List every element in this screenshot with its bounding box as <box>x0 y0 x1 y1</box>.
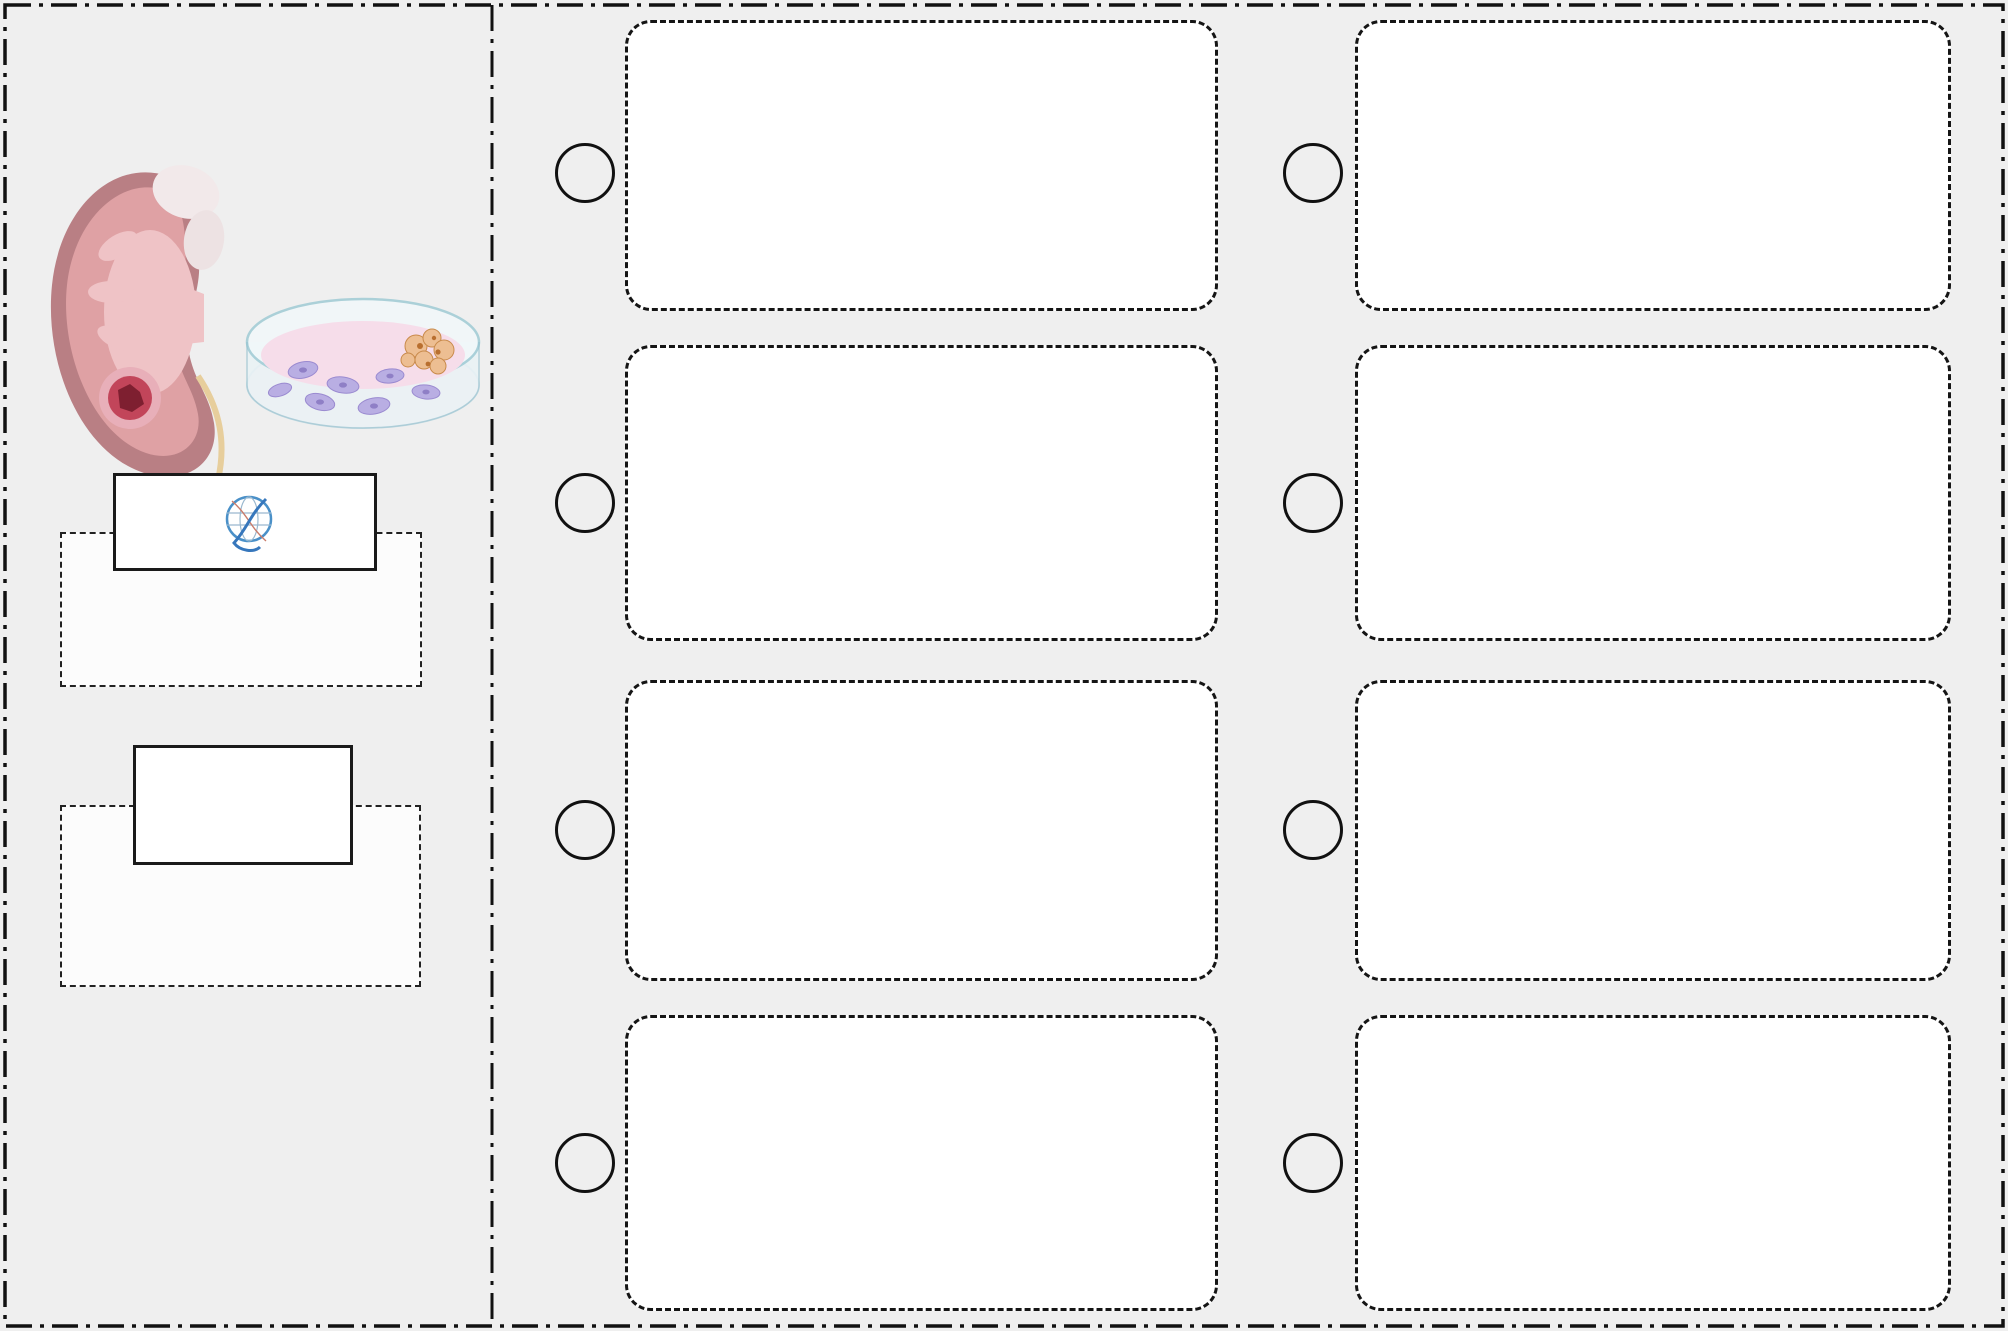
km-tmb-group <box>1601 725 1719 853</box>
risk-association-table <box>1704 78 1869 198</box>
immune-cells-legend <box>786 733 888 855</box>
risk-boxplots <box>1872 78 1944 198</box>
calibration-plot <box>1066 394 1208 512</box>
panel-model-construction <box>1355 20 1951 311</box>
panel-nomogram <box>625 345 1218 641</box>
immune-boxplot-ssgsea <box>890 868 1140 970</box>
step-6-circle <box>1283 800 1343 860</box>
drug-boxplot-3 <box>646 1186 738 1301</box>
maf-summary <box>1368 858 1498 966</box>
km-tmb-risk-group <box>1726 725 1851 853</box>
gsea-low-risk <box>1802 514 1942 630</box>
tcga-globe-icon <box>225 495 273 552</box>
protein-structure <box>856 1073 1034 1285</box>
confusion-stack-1 <box>1670 203 1722 303</box>
qpcr-bar-cdh13 <box>1770 1186 1856 1302</box>
kidney-and-petri-dish-illustration <box>50 165 481 530</box>
geo-logo <box>133 745 353 865</box>
immune-stacked-bar <box>642 733 782 853</box>
umap-clusters-1 <box>1560 1060 1665 1175</box>
tcga-logo <box>113 473 377 571</box>
docking-site-inset <box>1042 1078 1204 1270</box>
immune-gene-heatmap <box>1016 731 1168 881</box>
mutation-type-legend <box>1620 960 1930 974</box>
decision-curve <box>1066 516 1208 632</box>
model-benchmark-table <box>1364 78 1592 198</box>
module-scatter-4 <box>872 235 946 303</box>
correlation-legend <box>1170 741 1214 851</box>
step-4-circle <box>1283 473 1343 533</box>
confusion-stack-5 <box>1892 203 1944 303</box>
violin-grid <box>1786 1060 1936 1180</box>
univariate-cox-forest <box>640 398 865 512</box>
spatial-cluster-map <box>1462 1063 1554 1171</box>
cindex-legend <box>1596 101 1626 171</box>
oncoplot-high-risk <box>1620 855 1772 958</box>
drug-boxplot-4 <box>746 1186 838 1301</box>
venn-diagram <box>894 91 1024 219</box>
km-curve-gse <box>1566 203 1663 303</box>
umap-clusters-2 <box>1670 1060 1775 1175</box>
immune-correlation-triangle <box>890 731 1012 857</box>
mutation-boxes-and-area <box>1506 858 1611 966</box>
tmb-risk-scatter <box>1478 725 1593 847</box>
gsea-high-risk <box>1802 394 1942 510</box>
qpcr-bar-cd248 <box>1860 1186 1944 1302</box>
umap-celltypes <box>1372 1183 1472 1298</box>
km-curve-test <box>1466 203 1563 303</box>
confusion-stack-3 <box>1782 203 1834 303</box>
qpcr-bar-dnase1l3 <box>1590 1186 1676 1302</box>
panel-expression <box>1355 1015 1951 1311</box>
volcano-plot <box>640 78 764 230</box>
panel-immune <box>625 680 1218 981</box>
module-scatter-1 <box>638 235 712 303</box>
step-3-circle <box>555 473 615 533</box>
go-enrichment-dotplot <box>1366 393 1551 633</box>
panel-mutation <box>1355 680 1951 981</box>
panel-gene-module <box>625 20 1218 311</box>
panel-drug <box>625 1015 1218 1311</box>
he-histology-image <box>1372 1063 1458 1169</box>
nomogram <box>871 398 1061 626</box>
step-8-circle <box>1283 1133 1343 1193</box>
umap-expression <box>1480 1183 1580 1298</box>
tmb-boxplot <box>1370 728 1470 846</box>
qpcr-bar-plcl1 <box>1680 1186 1766 1302</box>
module-trait-heatmap <box>1030 71 1208 301</box>
panel-enrichment <box>1355 345 1951 641</box>
step-7-circle <box>555 1133 615 1193</box>
module-scatter-3 <box>794 235 868 303</box>
module-scatter-2 <box>716 235 790 303</box>
drug-boxplot-1 <box>646 1063 738 1178</box>
immune-boxplot-cibersort <box>642 868 882 970</box>
circos-legend <box>1722 400 1802 630</box>
cohort-legend <box>1626 101 1700 161</box>
drug-boxplot-2 <box>746 1063 838 1178</box>
confusion-stack-2 <box>1726 203 1778 303</box>
multivariate-cox-forest <box>640 516 865 630</box>
step-2-circle <box>1283 143 1343 203</box>
step-1-circle <box>555 143 615 203</box>
module-scatter-5 <box>950 235 1024 303</box>
go-circos-plot <box>1554 396 1722 631</box>
km-curve-train <box>1366 203 1463 303</box>
oncoplot-low-risk <box>1778 855 1930 958</box>
confusion-stack-4 <box>1838 203 1890 303</box>
deg-heatmap <box>768 78 890 233</box>
step-5-circle <box>555 800 615 860</box>
